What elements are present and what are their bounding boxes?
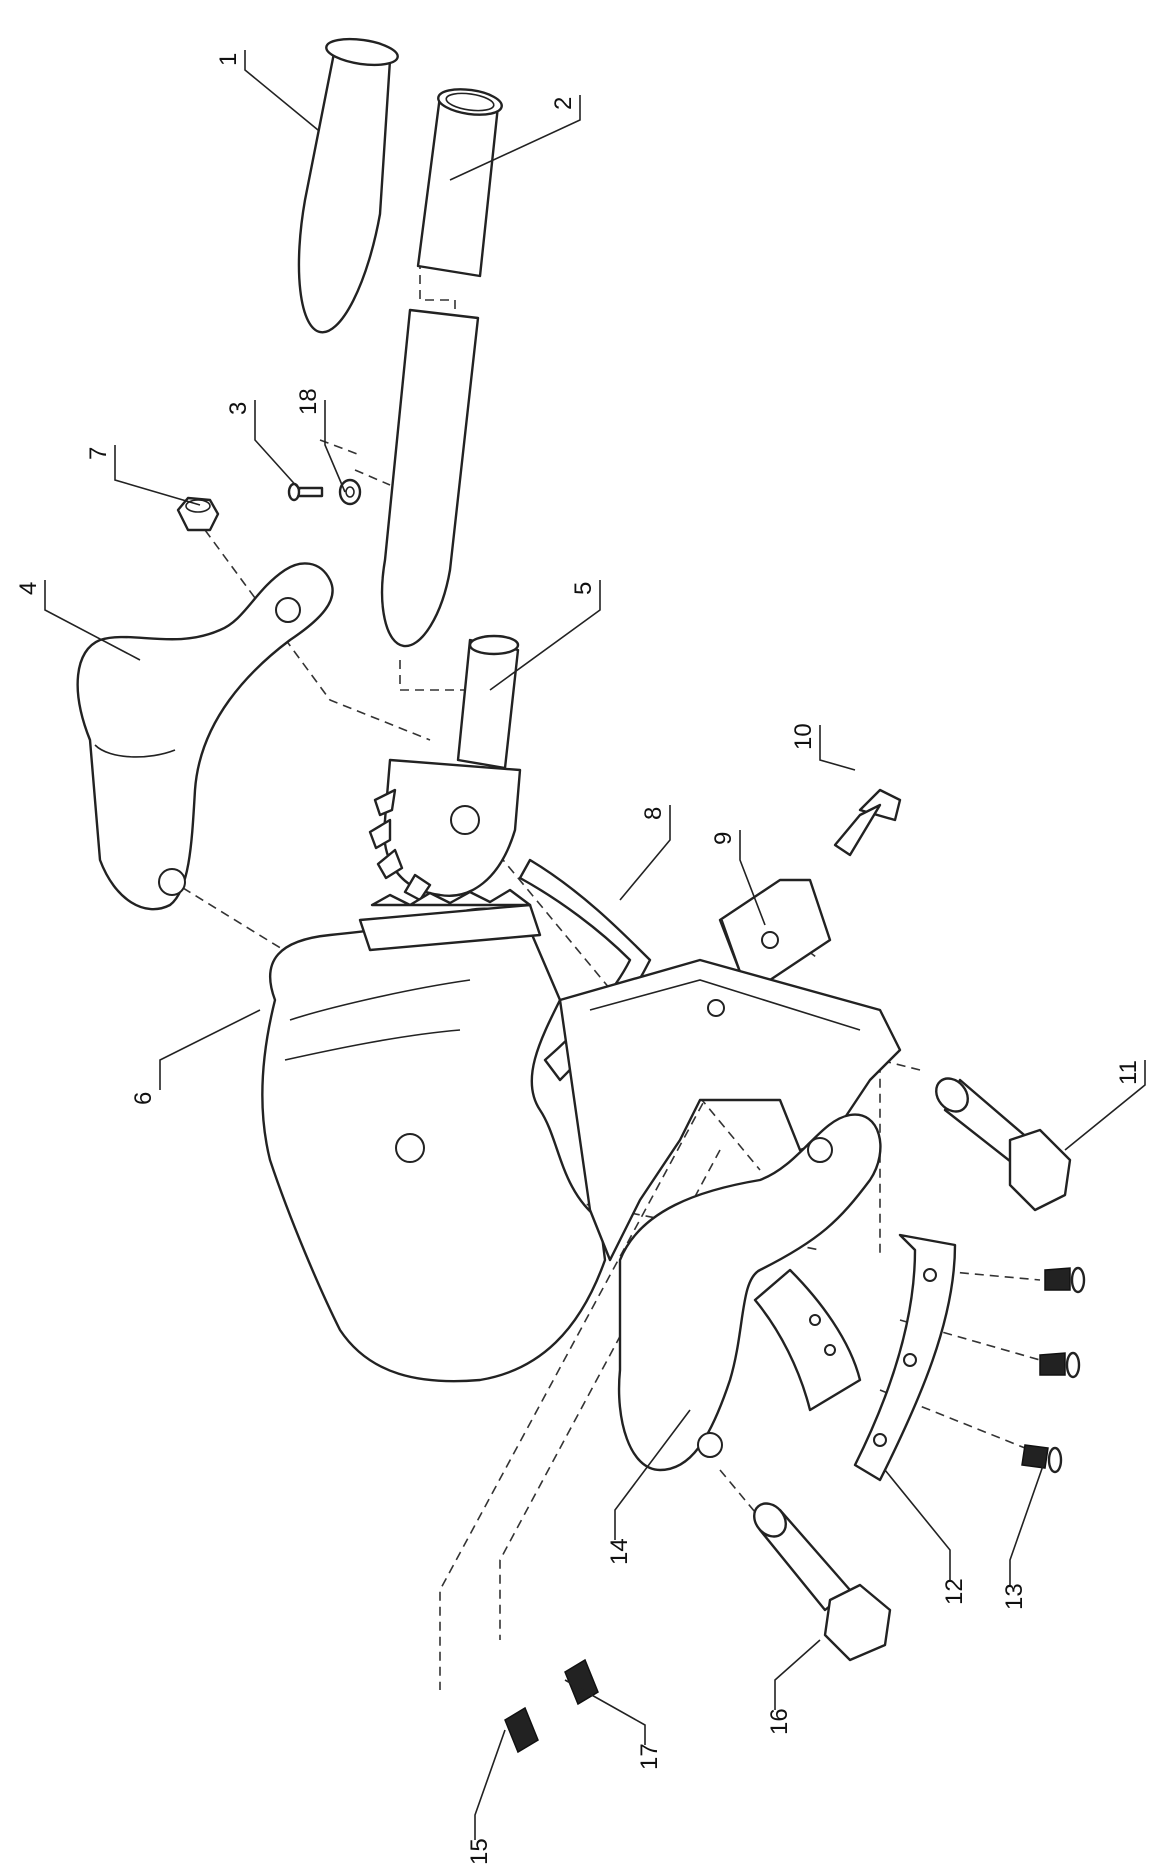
callout-18: 18 [295,388,322,415]
part-jaw-frame [558,958,902,1262]
part-handle-tube [380,308,480,648]
callout-3: 3 [225,402,252,415]
callout-6: 6 [130,1092,157,1105]
part-14-link-plate [617,1113,882,1472]
callout-17: 17 [636,1743,663,1770]
part-4-side-plate [76,562,334,911]
part-2-tube [416,88,503,278]
callout-5: 5 [570,582,597,595]
part-16-hex-bolt [753,1502,892,1662]
callout-labels: 1 2 3 4 5 6 7 8 9 10 11 12 13 14 15 16 1… [15,53,1142,1865]
callout-7: 7 [85,447,112,460]
part-11-hex-bolt [935,1077,1072,1212]
part-5-gear-shaft [368,634,522,902]
part-jaw-pad-carrier [753,1268,862,1412]
part-3-screw [287,482,324,502]
callout-13: 13 [1001,1583,1028,1610]
callout-16: 16 [766,1708,793,1735]
callout-2: 2 [550,97,577,110]
part-12-jaw-pad [853,1233,957,1482]
callout-8: 8 [640,807,667,820]
callout-11: 11 [1115,1060,1142,1085]
callout-14: 14 [606,1538,633,1565]
callout-leaders [44,50,1146,1840]
callout-12: 12 [941,1578,968,1605]
part-1-bar [297,37,399,334]
callout-1: 1 [215,53,242,66]
callout-10: 10 [790,723,817,750]
part-7-nut [176,496,220,532]
callout-9: 9 [710,832,737,845]
part-13-screws [1021,1266,1086,1474]
part-6-main-body [261,888,607,1383]
part-15-set-screw [504,1706,539,1754]
part-17-set-screw [564,1658,599,1706]
part-18-washer [338,478,362,506]
part-10-bolt [833,788,902,857]
callout-15: 15 [466,1838,493,1865]
callout-4: 4 [15,582,42,595]
